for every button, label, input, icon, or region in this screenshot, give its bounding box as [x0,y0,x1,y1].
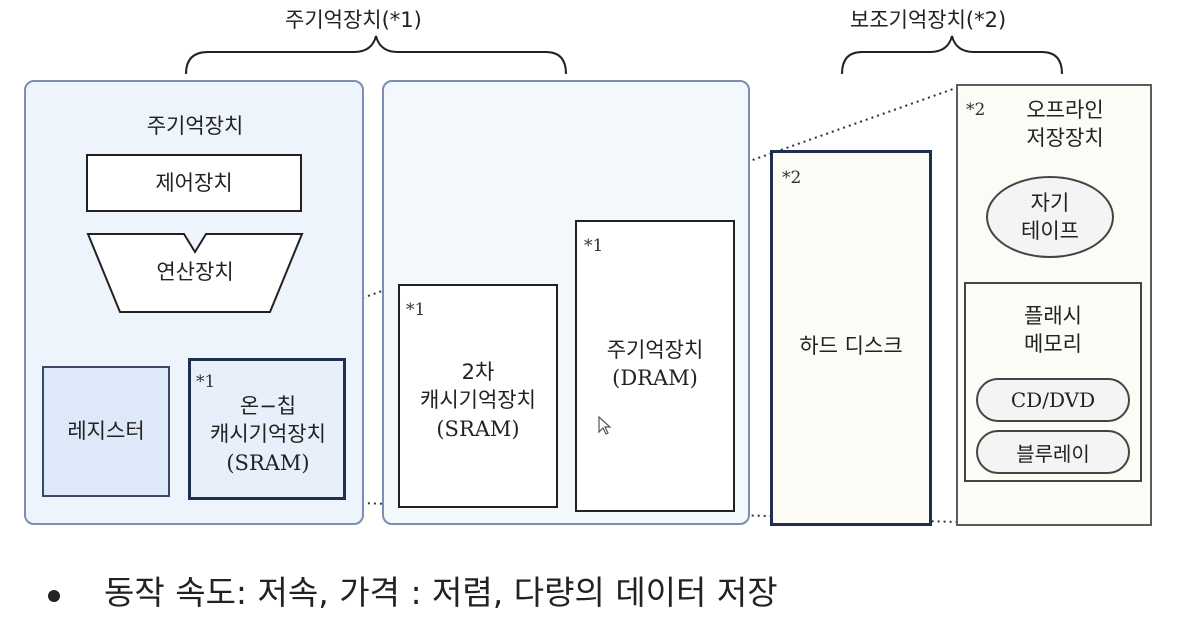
mouse-cursor-icon [598,416,612,435]
magnetic-tape-line-1: 자기 [1030,190,1070,215]
cd-dvd-label: CD/DVD [1010,388,1096,412]
flash-memory-label: 플래시 메모리 [964,302,1142,359]
bluray-pill: 블루레이 [976,430,1130,474]
dram-mark: *1 [584,236,604,256]
register-box: 레지스터 [42,366,170,497]
l2-cache-line-1: 2차 [461,360,495,384]
bullet-point [48,590,60,602]
dram-line-2: (DRAM) [612,366,698,391]
hard-disk-label: 하드 디스크 [799,334,903,358]
main-memory-brace [185,35,567,75]
l2-cache-line-3: (SRAM) [436,416,520,441]
cd-dvd-pill: CD/DVD [976,378,1130,422]
l2-cache-box [398,284,558,508]
register-label: 레지스터 [67,419,145,444]
dram-label: 주기억장치 (DRAM) [575,336,735,393]
offline-title-line-1: 오프라인 [1026,98,1104,122]
caption: 동작 속도: 저속, 가격 : 저렴, 다량의 데이터 저장 [104,573,778,612]
alu-label: 연산장치 [156,260,234,284]
onchip-cache-line-2: 캐시기억장치 [210,422,326,447]
l2-cache-line-2: 캐시기억장치 [420,388,536,413]
l2-cache-mark: *1 [406,300,426,320]
onchip-cache-mark: *1 [196,372,216,392]
flash-line-2: 메모리 [1024,332,1082,357]
onchip-cache-line-1: 온−칩 [239,394,297,418]
hard-disk-box [770,150,932,526]
flash-line-1: 플래시 [1024,304,1082,328]
onchip-cache-line-3: (SRAM) [226,450,310,475]
hard-disk-mark: *2 [782,168,802,188]
aux-memory-group-title: 보조기억장치(*2) [850,8,1007,32]
flash-memory-box [964,282,1142,482]
onchip-cache-box [188,358,346,500]
magnetic-tape-line-2: 테이프 [1021,219,1079,243]
dram-line-1: 주기억장치 [606,338,704,362]
magnetic-tape-ellipse: 자기 테이프 [986,176,1114,258]
alu-shape [86,233,304,313]
bluray-label: 블루레이 [1016,441,1090,466]
dram-box [575,220,735,512]
control-unit-box: 제어장치 [86,154,302,212]
offline-storage-mark: *2 [966,100,986,120]
offline-storage-title: 오프라인 저장장치 [990,96,1140,153]
main-memory-group-title: 주기억장치(*1) [285,8,422,32]
cpu-panel-title: 주기억장치 [146,114,244,138]
control-unit-label: 제어장치 [155,170,233,195]
aux-memory-brace [841,35,1063,75]
onchip-cache-label: 온−칩 캐시기억장치 (SRAM) [190,392,346,477]
offline-title-line-2: 저장장치 [1026,126,1104,151]
l2-cache-label: 2차 캐시기억장치 (SRAM) [398,358,558,443]
